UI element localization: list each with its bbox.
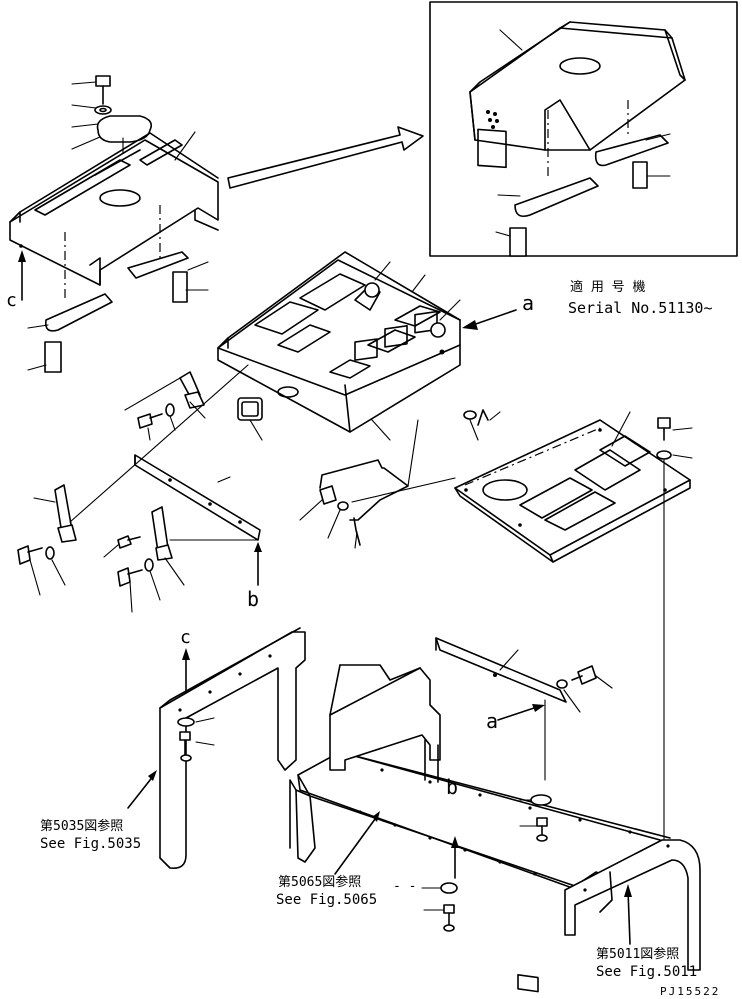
- reference-5011-en: See Fig.5011: [596, 964, 697, 980]
- ref-b-top-label: b: [247, 587, 259, 611]
- inset-leaders: [495, 29, 671, 237]
- right-plate: [351, 411, 693, 849]
- upper-left-cover: c: [6, 75, 219, 373]
- center-link: [299, 419, 419, 549]
- ref-a-frame-label: a: [486, 709, 498, 733]
- lower-frame: a b 第5065図参照 See Fig.5065 - - 第5011図参照 S…: [276, 637, 701, 993]
- inset-panel: 適 用 号 機 Serial No.51130~: [429, 1, 738, 317]
- inset-seal-strips: [509, 134, 669, 257]
- inset-cover: [469, 21, 686, 180]
- ref-b-frame-label: b: [446, 775, 458, 799]
- inset-arrow: [227, 126, 424, 189]
- ref-c-frame-label: c: [180, 627, 191, 648]
- applicable-models-label: 適 用 号 機: [570, 279, 645, 295]
- reference-dash: - -: [393, 879, 416, 894]
- left-bracket-assembly: b: [17, 364, 262, 613]
- reference-5035-en: See Fig.5035: [40, 836, 141, 852]
- reference-5065-jp: 第5065図参照: [278, 874, 361, 890]
- drawing-number: PJ15522: [660, 985, 720, 998]
- serial-number-label: Serial No.51130~: [568, 299, 713, 317]
- ref-c-label: c: [6, 290, 17, 311]
- ref-a-top-label: a: [522, 291, 534, 315]
- reference-5065-en: See Fig.5065: [276, 892, 377, 908]
- lower-left-post: c 第5035図参照 See Fig.5035: [40, 627, 306, 870]
- reference-5011-jp: 第5011図参照: [596, 946, 679, 962]
- reference-5035-jp: 第5035図参照: [40, 818, 123, 834]
- center-cover: a: [217, 251, 534, 441]
